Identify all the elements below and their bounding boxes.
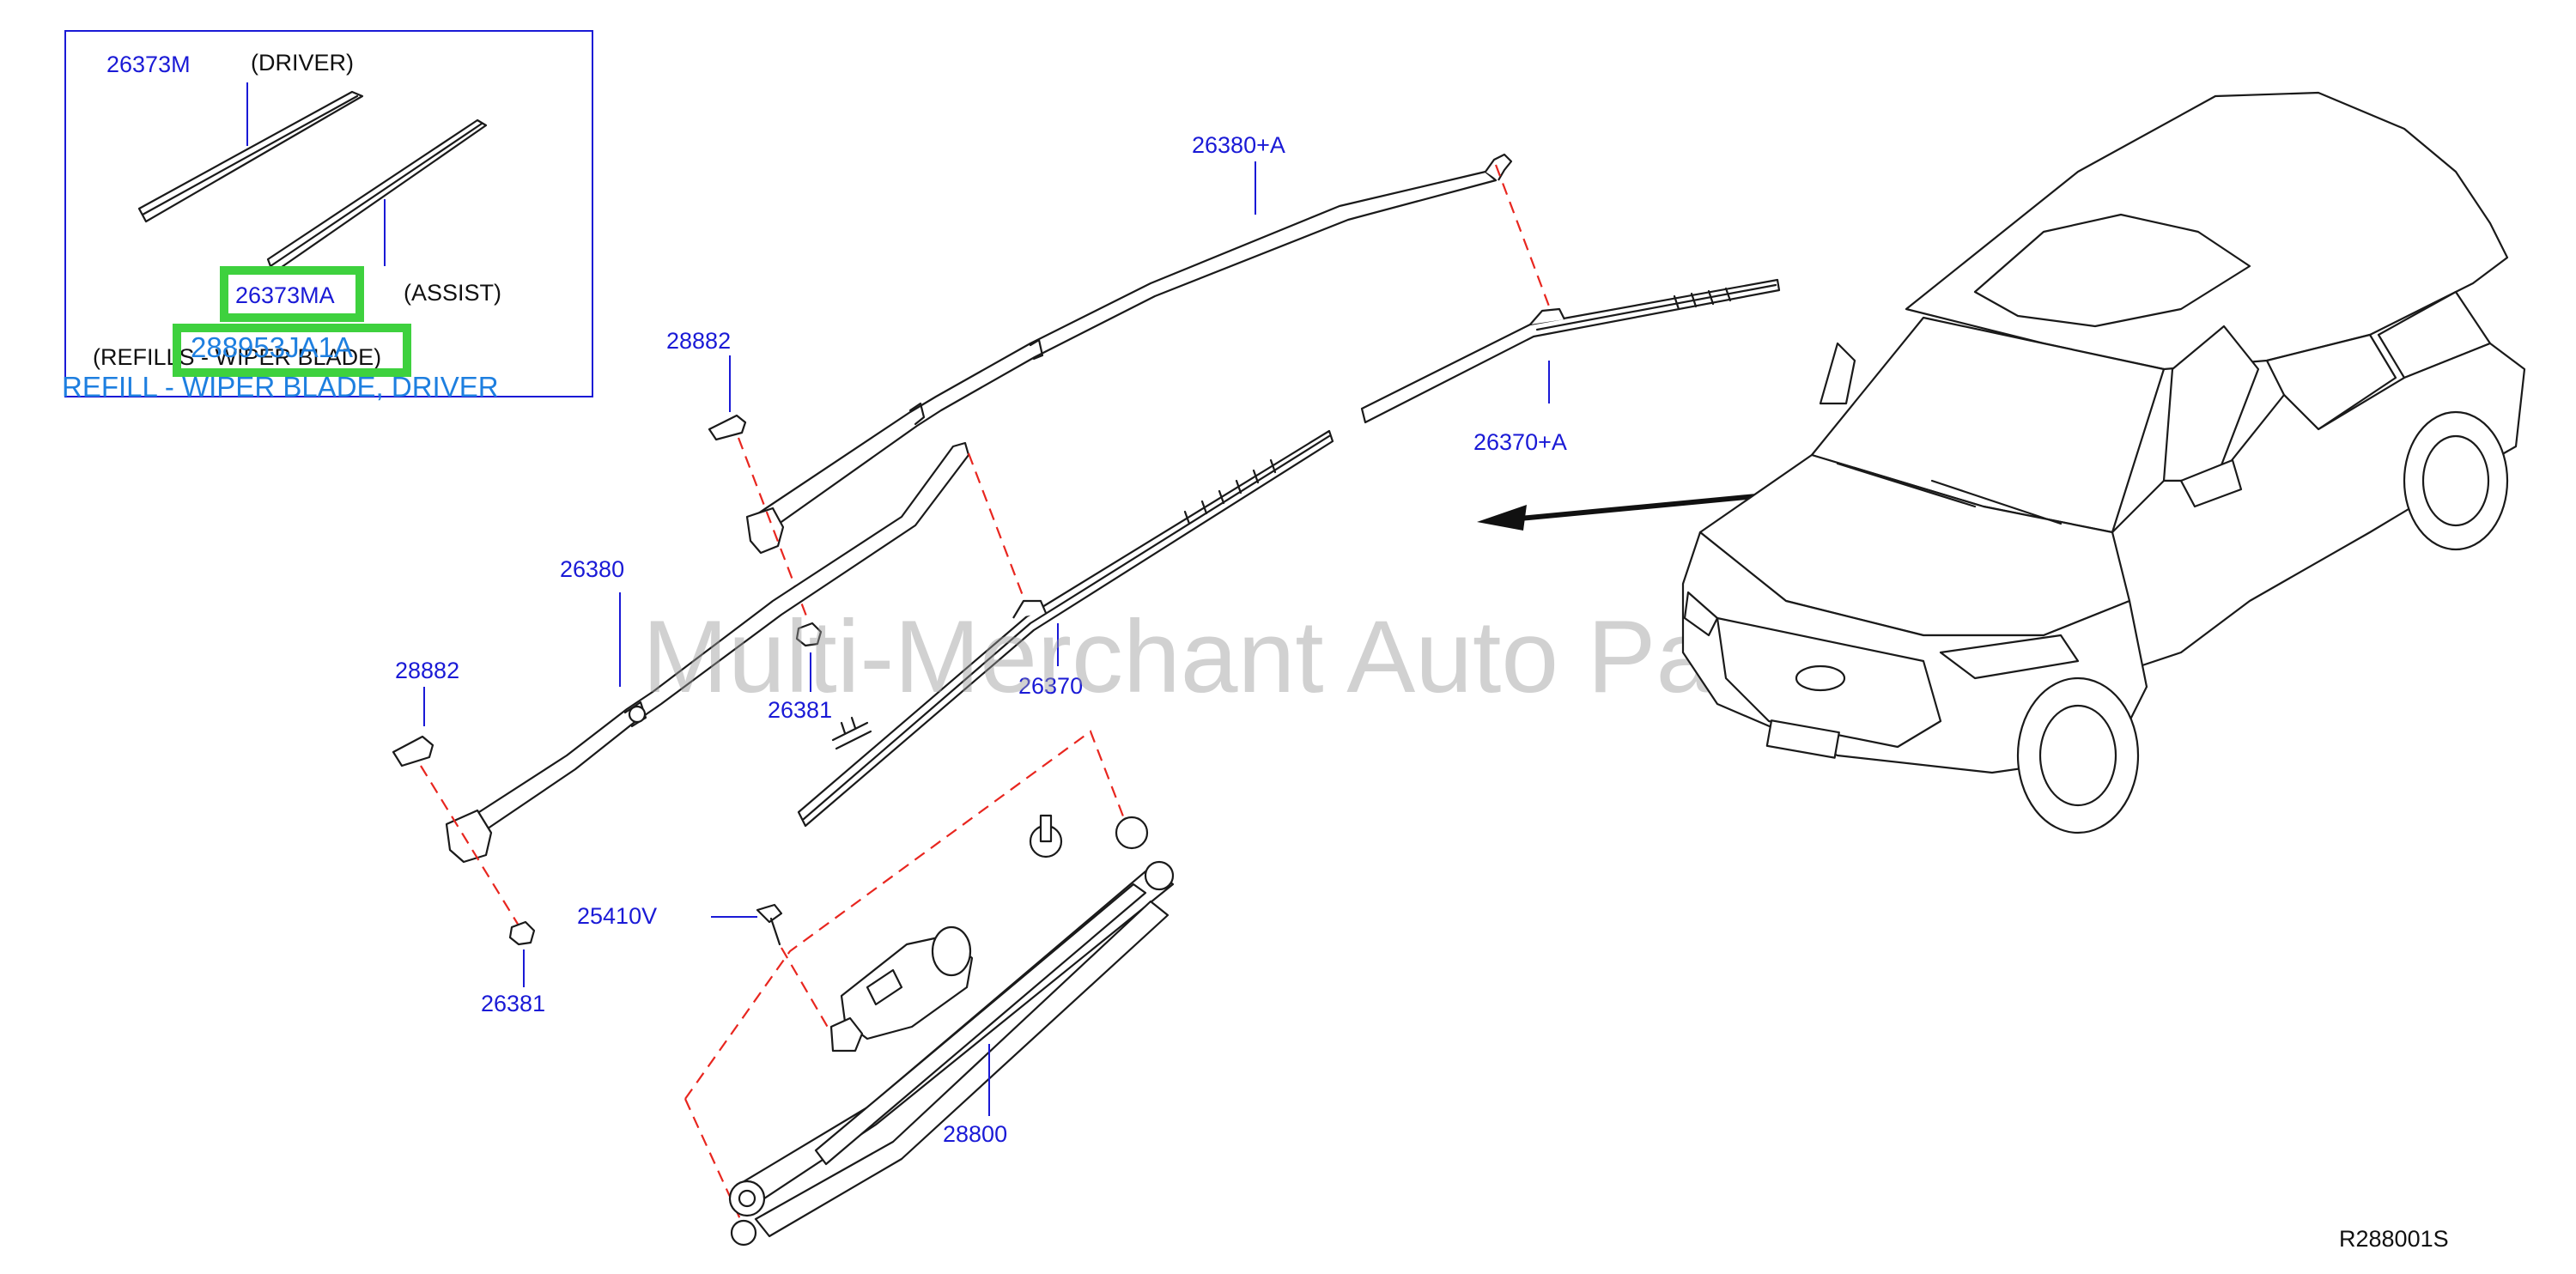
highlighted-part-number[interactable]: 288953JA1A xyxy=(191,331,353,363)
wiper-arm-driver[interactable] xyxy=(445,441,970,864)
wiper-linkage-motor[interactable] xyxy=(728,814,1175,1247)
vehicle-illustration xyxy=(1681,91,2526,834)
label-28882-upper[interactable]: 28882 xyxy=(666,328,731,354)
label-driver-note: (DRIVER) xyxy=(251,50,354,76)
wiper-blade-assist[interactable] xyxy=(1360,278,1781,424)
diagram-code: R288001S xyxy=(2339,1226,2449,1252)
highlight-box-288953JA1A xyxy=(173,324,411,377)
label-28800[interactable]: 28800 xyxy=(943,1121,1007,1147)
wiper-arm-assist[interactable] xyxy=(745,153,1513,555)
label-assist-note: (ASSIST) xyxy=(404,280,501,306)
label-26370[interactable]: 26370 xyxy=(1018,673,1083,699)
label-26380-A[interactable]: 26380+A xyxy=(1192,132,1285,158)
linkage-dashed-outline xyxy=(684,730,1127,1100)
label-26373M[interactable]: 26373M xyxy=(106,52,191,77)
label-26381-lower[interactable]: 26381 xyxy=(481,991,545,1016)
label-26380[interactable]: 26380 xyxy=(560,556,624,582)
label-26370-A[interactable]: 26370+A xyxy=(1473,429,1567,455)
hover-description: REFILL - WIPER BLADE, DRIVER xyxy=(62,371,499,403)
cap-upper-icon[interactable] xyxy=(708,414,747,441)
label-26381-upper[interactable]: 26381 xyxy=(768,697,832,723)
refills-inset: 26373M (DRIVER) 26373MA (ASSIST) (REFILL… xyxy=(62,30,593,403)
label-26373MA[interactable]: 26373MA xyxy=(235,282,335,308)
highlight-box-26373MA xyxy=(220,266,364,322)
label-28882-lower[interactable]: 28882 xyxy=(395,658,459,683)
screw-icon[interactable] xyxy=(756,903,783,924)
wiper-blade-driver[interactable] xyxy=(797,429,1334,828)
clip-icon xyxy=(831,716,872,750)
nut-lower-icon[interactable] xyxy=(508,920,536,946)
label-refills-note: (REFILLS - WIPER BLADE) xyxy=(93,344,381,370)
inset-frame xyxy=(64,30,593,397)
label-25410V[interactable]: 25410V xyxy=(577,903,657,929)
cap-lower-icon[interactable] xyxy=(392,735,434,767)
nut-upper-icon[interactable] xyxy=(795,622,823,647)
